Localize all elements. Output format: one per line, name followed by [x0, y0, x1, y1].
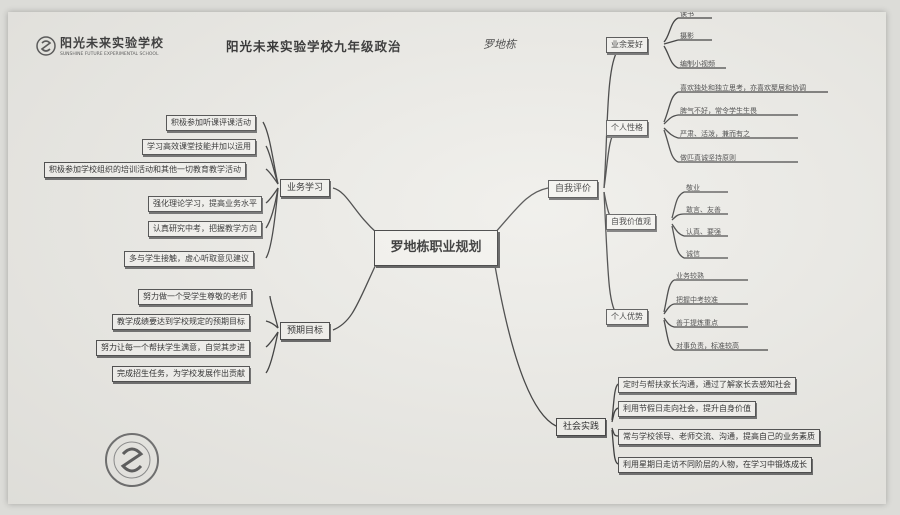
business-item-6: 多与学生接触，虚心听取意见建议: [124, 251, 254, 267]
branch-expected-goals: 预期目标: [280, 322, 331, 340]
values-item-2: 敢言、友善: [686, 206, 721, 214]
mindmap-sheet: 阳光未来实验学校 SUNSHINE FUTURE EXPERIMENTAL SC…: [8, 12, 886, 504]
values-item-4: 诚信: [686, 250, 700, 258]
school-emblem-icon: [36, 35, 56, 56]
school-logo: 阳光未来实验学校 SUNSHINE FUTURE EXPERIMENTAL SC…: [36, 34, 164, 57]
group-values: 自我价值观: [606, 214, 656, 230]
group-hobbies: 业余爱好: [606, 37, 648, 53]
values-item-1: 敬业: [686, 184, 700, 192]
branch-business-study: 业务学习: [280, 179, 331, 197]
school-name: 阳光未来实验学校: [60, 36, 165, 50]
goal-item-2: 教学成绩要达到学校规定的预期目标: [112, 314, 250, 330]
link-central-business: [332, 187, 379, 235]
hobby-item-1: 读书: [680, 12, 694, 18]
business-item-3: 积极参加学校组织的培训活动和其他一切教育教学活动: [44, 162, 246, 178]
personality-item-1: 喜欢独处和独立思考，亦喜欢聚居和协调: [680, 84, 806, 92]
business-item-5: 认真研究中考，把握教学方向: [148, 221, 262, 237]
link-central-social: [493, 259, 557, 427]
school-name-en: SUNSHINE FUTURE EXPERIMENTAL SCHOOL: [60, 52, 159, 57]
social-item-2: 利用节假日走向社会，提升自身价值: [618, 401, 756, 417]
group-personality: 个人性格: [606, 120, 648, 136]
author-signature: 罗地栋: [483, 38, 516, 51]
goal-item-4: 完成招生任务，为学校发展作出贡献: [112, 366, 250, 382]
goal-item-3: 努力让每一个帮扶学生满意，自觉其步进: [96, 340, 250, 356]
personality-item-2: 脾气不好，常令学生生畏: [680, 107, 757, 115]
goal-item-1: 努力做一个受学生尊敬的老师: [138, 289, 252, 305]
branch-self-evaluation: 自我评价: [548, 180, 599, 198]
link-central-self: [493, 187, 549, 235]
social-item-1: 定时与帮扶家长沟通，通过了解家长去感知社会: [618, 377, 796, 393]
social-item-4: 利用星期日走访不同阶层的人物，在学习中锻炼成长: [618, 457, 812, 473]
business-item-4: 强化理论学习，提高业务水平: [148, 196, 262, 212]
business-item-1: 积极参加听课评课活动: [166, 115, 256, 131]
values-item-3: 认真、要强: [686, 228, 721, 236]
advantage-item-4: 对事负责，标准较高: [676, 342, 739, 350]
business-item-2: 学习高效课堂技能并加以运用: [142, 139, 256, 155]
branch-social-practice: 社会实践: [556, 418, 607, 436]
doc-title: 阳光未来实验学校九年级政治: [226, 39, 402, 54]
school-seal-icon: [105, 433, 159, 487]
personality-item-4: 做匹真诚坚持原则: [680, 154, 736, 162]
central-topic: 罗地栋职业规划: [374, 230, 498, 266]
personality-item-3: 严肃、活泼，兼而有之: [680, 130, 750, 138]
connector-lines: [262, 17, 828, 465]
advantage-item-2: 把握中考较准: [676, 296, 718, 304]
advantage-item-3: 善于提炼重点: [676, 319, 718, 327]
hobby-item-2: 摄影: [680, 32, 694, 40]
group-advantages: 个人优势: [606, 309, 648, 325]
hobby-item-3: 编制小视频: [680, 60, 715, 68]
advantage-item-1: 业务较熟: [676, 272, 704, 280]
link-central-goals: [332, 259, 379, 331]
social-item-3: 常与学校领导、老师交流、沟通，提高自己的业务素质: [618, 429, 820, 445]
